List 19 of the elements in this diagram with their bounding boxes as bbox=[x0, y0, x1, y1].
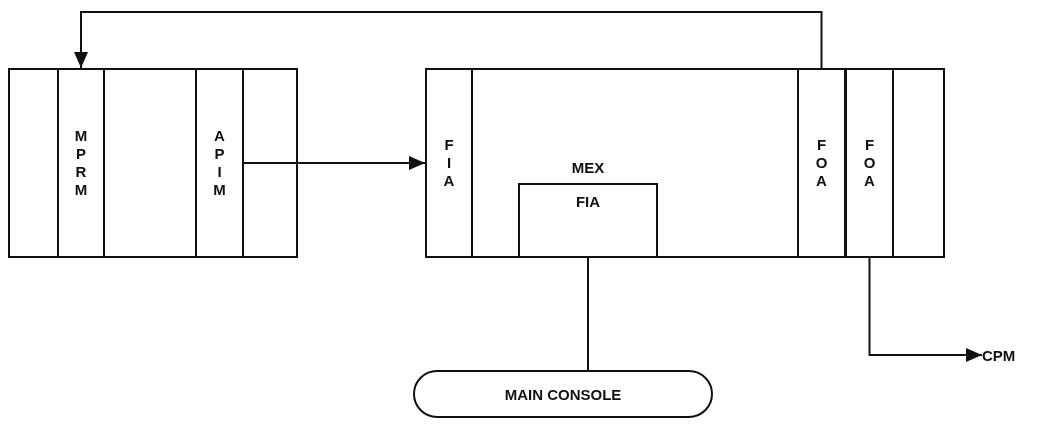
connector-arrow bbox=[868, 257, 983, 362]
slot-label: MPRM bbox=[73, 127, 89, 199]
connector-arrow bbox=[74, 11, 823, 69]
module-label: FIA bbox=[575, 193, 601, 212]
module-slot bbox=[797, 68, 846, 258]
terminal-box bbox=[413, 370, 713, 418]
rack-box bbox=[8, 68, 298, 258]
slot-label: FIA bbox=[442, 136, 456, 190]
module-slot bbox=[195, 68, 244, 258]
slot-label: FOA bbox=[814, 136, 829, 190]
module-slot bbox=[57, 68, 105, 258]
slot-label: FOA bbox=[862, 136, 877, 190]
slot-label: APIM bbox=[212, 127, 227, 199]
connector-arrow bbox=[243, 156, 426, 170]
module-slot bbox=[845, 68, 894, 258]
module-heading: MEX bbox=[570, 159, 606, 176]
destination-label: CPM bbox=[982, 344, 1032, 366]
rack-box bbox=[425, 68, 945, 258]
terminal-label: MAIN CONSOLE bbox=[504, 385, 622, 403]
